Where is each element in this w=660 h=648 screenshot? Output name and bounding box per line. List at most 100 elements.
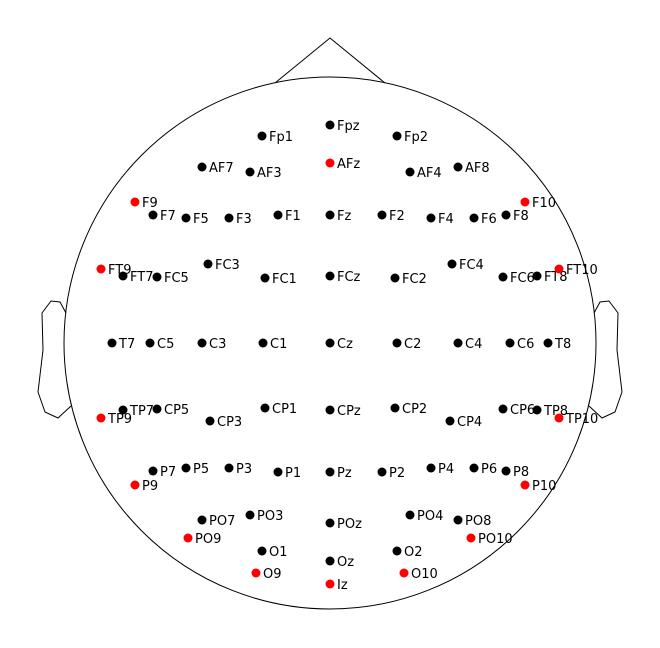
electrode-t8: T8 <box>543 337 571 352</box>
electrode-fp1: Fp1 <box>257 130 293 145</box>
electrode-af4: AF4 <box>405 166 442 181</box>
electrode-marker <box>181 213 191 223</box>
electrode-cp6: CP6 <box>498 403 535 418</box>
electrode-label: FC3 <box>215 258 240 273</box>
electrode-marker <box>554 413 564 423</box>
electrode-label: C6 <box>517 337 534 352</box>
head-circle <box>63 76 597 610</box>
electrode-label: C5 <box>157 337 174 352</box>
electrode-label: PO7 <box>209 514 235 529</box>
electrode-tp10: TP10 <box>554 412 598 427</box>
electrode-marker <box>498 404 508 414</box>
electrode-label: O2 <box>404 545 423 560</box>
electrode-marker <box>390 273 400 283</box>
electrode-cz: Cz <box>325 337 353 352</box>
electrode-c4: C4 <box>453 337 482 352</box>
electrode-label: C4 <box>465 337 482 352</box>
electrode-label: T7 <box>118 337 135 352</box>
electrode-label: FT8 <box>544 270 567 285</box>
electrode-fc4: FC4 <box>447 258 484 273</box>
electrode-ft8: FT8 <box>532 270 567 285</box>
electrode-po9: PO9 <box>183 532 221 547</box>
electrode-marker <box>543 338 553 348</box>
electrode-f9: F9 <box>130 196 158 211</box>
electrode-p6: P6 <box>469 462 497 477</box>
electrode-marker <box>257 131 267 141</box>
electrode-c5: C5 <box>145 337 174 352</box>
electrode-label: AFz <box>337 157 360 172</box>
electrode-label: AF3 <box>257 166 282 181</box>
electrode-c1: C1 <box>258 337 287 352</box>
electrode-marker <box>245 510 255 520</box>
electrode-marker <box>325 405 335 415</box>
electrode-marker <box>145 338 155 348</box>
electrode-label: Fp2 <box>404 130 428 145</box>
electrode-tp7: TP7 <box>118 404 154 419</box>
electrode-marker <box>426 213 436 223</box>
electrode-label: Fz <box>337 209 351 224</box>
electrode-marker <box>453 338 463 348</box>
electrode-label: FC4 <box>459 258 484 273</box>
electrode-f4: F4 <box>426 212 454 227</box>
electrode-label: C3 <box>209 337 226 352</box>
electrode-label: FC2 <box>402 272 427 287</box>
electrode-label: AF7 <box>209 161 234 176</box>
electrode-marker <box>453 515 463 525</box>
electrode-label: TP10 <box>565 412 598 427</box>
electrode-label: FC6 <box>510 271 535 286</box>
electrode-marker <box>392 131 402 141</box>
electrode-c6: C6 <box>505 337 534 352</box>
electrode-p7: P7 <box>148 465 176 480</box>
electrode-af3: AF3 <box>245 166 282 181</box>
electrode-marker <box>520 197 530 207</box>
electrode-label: O1 <box>269 545 288 560</box>
electrode-label: TP7 <box>129 404 154 419</box>
electrode-po10: PO10 <box>466 532 513 547</box>
electrode-cp4: CP4 <box>445 415 482 430</box>
electrode-marker <box>447 259 457 269</box>
electrode-label: F9 <box>142 196 158 211</box>
electrode-p4: P4 <box>426 462 454 477</box>
electrode-f5: F5 <box>181 212 209 227</box>
electrode-marker <box>426 463 436 473</box>
electrode-label: Fp1 <box>269 130 293 145</box>
electrode-marker <box>325 120 335 130</box>
electrode-po7: PO7 <box>197 514 235 529</box>
electrode-label: Fpz <box>337 119 360 134</box>
electrode-marker <box>469 213 479 223</box>
nose-outline <box>274 37 386 84</box>
electrode-label: FCz <box>337 270 361 285</box>
electrode-label: F8 <box>513 209 529 224</box>
electrode-marker <box>251 568 261 578</box>
electrode-marker <box>532 405 542 415</box>
electrode-marker <box>203 259 213 269</box>
electrode-marker <box>224 463 234 473</box>
electrode-marker <box>501 210 511 220</box>
electrode-label: FC1 <box>272 272 297 287</box>
electrode-marker <box>466 533 476 543</box>
electrode-label: C1 <box>270 337 287 352</box>
electrode-label: Oz <box>337 555 354 570</box>
electrode-marker <box>392 546 402 556</box>
electrode-f10: F10 <box>520 196 556 211</box>
electrode-f7: F7 <box>148 209 176 224</box>
electrode-marker <box>181 463 191 473</box>
electrode-cp2: CP2 <box>390 402 427 417</box>
electrode-label: TP9 <box>107 412 132 427</box>
electrode-label: CPz <box>337 404 361 419</box>
electrode-label: FT10 <box>566 263 598 278</box>
electrode-fc3: FC3 <box>203 258 240 273</box>
electrode-cpz: CPz <box>325 404 361 419</box>
electrode-label: AF4 <box>417 166 442 181</box>
electrode-p10: P10 <box>520 479 556 494</box>
electrode-marker <box>260 403 270 413</box>
electrode-fc5: FC5 <box>152 271 189 286</box>
electrode-marker <box>130 480 140 490</box>
electrode-marker <box>96 264 106 274</box>
electrode-marker <box>183 533 193 543</box>
electrode-cp5: CP5 <box>152 403 189 418</box>
electrode-label: FC5 <box>164 271 189 286</box>
electrode-marker <box>205 416 215 426</box>
electrode-label: PO9 <box>195 532 221 547</box>
